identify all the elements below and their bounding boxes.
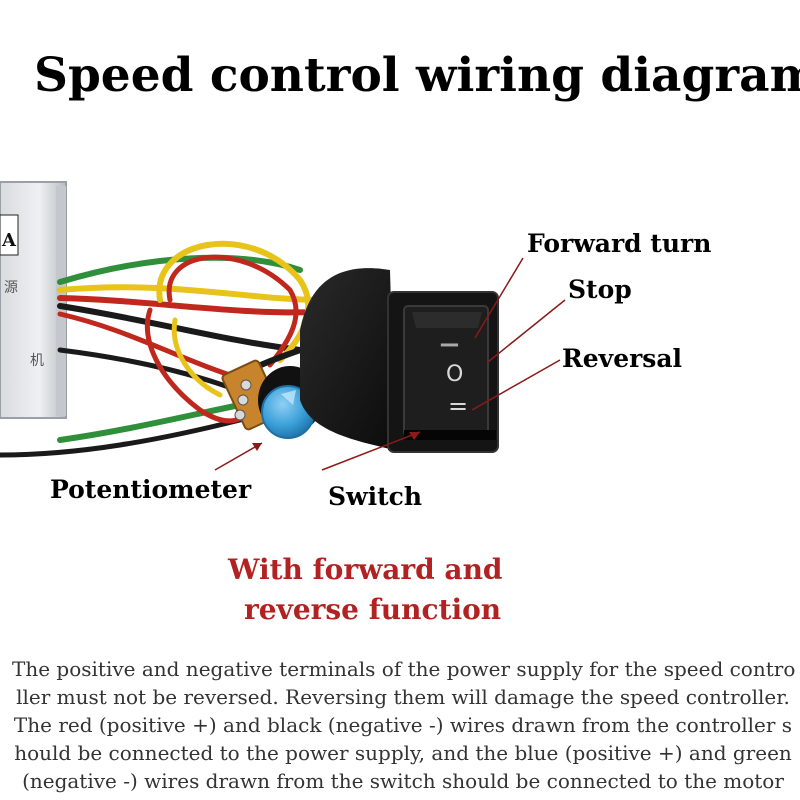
controller-mark-a: A [2,230,16,251]
label-reversal: Reversal [562,344,683,373]
label-stop: Stop [568,275,632,304]
potentiometer-body [221,359,322,439]
page-title: Speed control wiring diagram [34,48,800,103]
note-line: (negative -) wires drawn from the switch… [22,769,784,793]
note-line: The red (positive +) and black (negative… [13,713,793,737]
rocker-switch [300,268,499,453]
label-potentiometer: Potentiometer [50,475,252,504]
note-line: ller must not be reversed. Reversing the… [16,685,790,709]
controller-mark-ji: 机 [30,353,44,369]
label-switch: Switch [328,482,423,511]
pointer-arrowheads [252,432,420,451]
instruction-note: The positive and negative terminals of t… [12,655,796,795]
feature-line-1: With forward and [228,553,503,586]
switch-symbol-top: ▬▬▬ [440,340,459,349]
switch-symbol-reverse-icon: = [448,392,469,420]
controller-box [0,181,67,419]
feature-line-2: reverse function [244,593,502,626]
switch-symbol-stop-icon: O [446,362,464,387]
note-line: The positive and negative terminals of t… [12,657,796,681]
note-line: hould be connected to the power supply, … [14,741,792,765]
controller-mark-yuan: 源 [4,280,18,296]
pointer-lines [214,257,566,471]
label-forward-turn: Forward turn [527,229,712,258]
